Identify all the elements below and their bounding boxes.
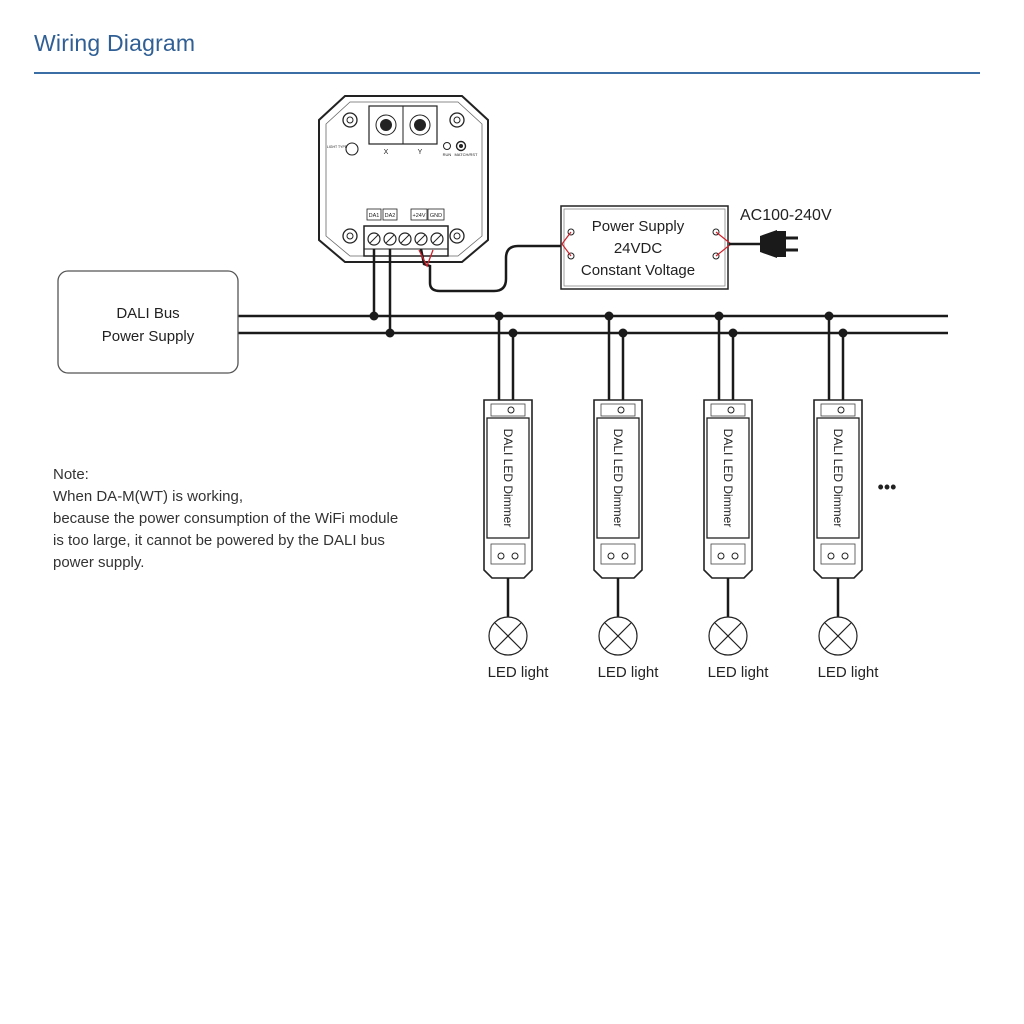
bus-junction [728, 328, 738, 338]
more-dimmers-ellipsis: ••• [878, 477, 897, 497]
light-type-label: LIGHT TYPE [327, 145, 348, 149]
bus-supply-label-1: DALI Bus [116, 305, 179, 322]
terminal-screw-icon [717, 552, 725, 560]
bus-junction [385, 328, 395, 338]
bus-junction [618, 328, 628, 338]
note-line: When DA-M(WT) is working, [53, 488, 244, 505]
terminal-screw-icon [731, 552, 739, 560]
dimmer-label: DALI LED Dimmer [721, 429, 735, 528]
screw-icon [449, 228, 465, 244]
bus-supply-label-2: Power Supply [102, 328, 195, 345]
dali-bus-power-supply: DALI Bus Power Supply [57, 270, 239, 374]
dial-y-label: Y [418, 149, 423, 156]
light-type-button-icon [345, 142, 359, 156]
note-line: because the power consumption of the WiF… [53, 510, 399, 527]
note-line: power supply. [53, 554, 145, 571]
ac-plug-icon [729, 230, 798, 258]
lamp-cross [604, 622, 632, 650]
ac-input-label: AC100-240V [740, 207, 832, 224]
terminal-screw-icon [727, 406, 735, 414]
terminal-screw-icon [497, 552, 505, 560]
dimmer-bottom-terminal [600, 543, 636, 565]
screw-icon [342, 112, 358, 128]
bus-junction [604, 311, 614, 321]
dimmer-label: DALI LED Dimmer [501, 429, 515, 528]
dimmer-bottom-terminal [820, 543, 856, 565]
lamp-cross [824, 622, 852, 650]
dimmer-label-panel [486, 417, 530, 539]
dial-x-label: X [384, 149, 389, 156]
dimmer-label-panel [706, 417, 750, 539]
dc-power-wire [419, 244, 568, 293]
bus-junction [494, 311, 504, 321]
dimmer-label: DALI LED Dimmer [831, 429, 845, 528]
bus-junction [508, 328, 518, 338]
dimmer-label-panel [596, 417, 640, 539]
dimmer-label-panel [816, 417, 860, 539]
power-supply-24v: Power Supply 24VDC Constant Voltage [560, 205, 732, 290]
terminal-label-24v: +24V [413, 213, 426, 219]
dimmer-bottom-terminal [490, 543, 526, 565]
note: Note: When DA-M(WT) is working, because … [53, 464, 398, 574]
match-reset-label: MATCH/RST [454, 152, 478, 157]
bus-junction [714, 311, 724, 321]
bus-junction [824, 311, 834, 321]
note-heading: Note: [53, 466, 89, 483]
terminal-screw-icon [827, 552, 835, 560]
led-light-label: LED light [598, 664, 660, 681]
terminal-screw-icon [841, 552, 849, 560]
note-line: is too large, it cannot be powered by th… [53, 532, 385, 549]
terminal-label-da2: DA2 [385, 213, 396, 219]
lamp-cross [714, 622, 742, 650]
terminal-screw-icon [607, 552, 615, 560]
controller-module: X Y LIGHT TYPE RUN MATCH/RST DA1 DA2 +24… [318, 95, 489, 263]
run-led-icon [443, 142, 451, 150]
terminal-screw-icon [837, 406, 845, 414]
led-light-label: LED light [818, 664, 880, 681]
page-title: Wiring Diagram [34, 30, 196, 56]
power-supply-label-2: 24VDC [614, 240, 663, 257]
led-light-label: LED light [708, 664, 770, 681]
power-supply-label-1: Power Supply [592, 218, 685, 235]
screw-icon [449, 112, 465, 128]
dimmer-label: DALI LED Dimmer [611, 429, 625, 528]
terminal-screw-icon [507, 406, 515, 414]
title-divider [34, 72, 980, 74]
run-label: RUN [443, 152, 452, 157]
led-light-label: LED light [488, 664, 550, 681]
dc-power-wire-red [418, 249, 434, 268]
power-supply-label-3: Constant Voltage [581, 262, 695, 279]
bus-junction [838, 328, 848, 338]
terminal-screw-icon [617, 406, 625, 414]
terminal-screw-icon [511, 552, 519, 560]
terminal-label-da1: DA1 [369, 213, 380, 219]
terminal-screw-icon [621, 552, 629, 560]
lamp-cross [494, 622, 522, 650]
terminal-label-gnd: GND [430, 213, 442, 219]
dimmer-bottom-terminal [710, 543, 746, 565]
bus-junction [369, 311, 379, 321]
screw-icon [342, 228, 358, 244]
